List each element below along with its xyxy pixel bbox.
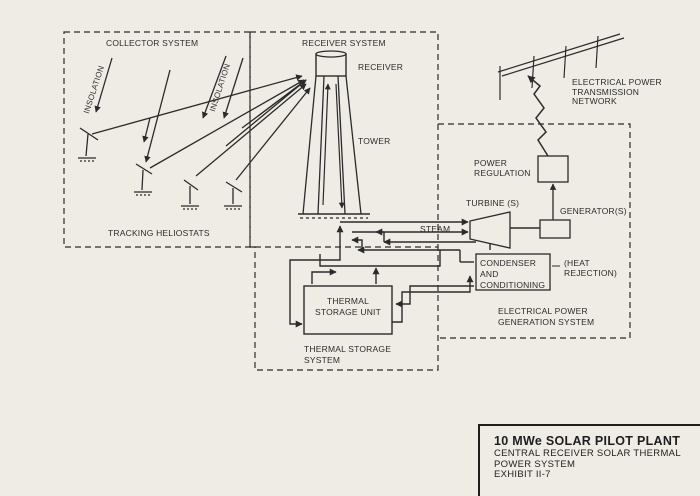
receiver-boundary (249, 31, 439, 248)
heliostat-4 (224, 181, 243, 210)
title-line-2: POWER SYSTEM (494, 458, 576, 470)
receiver-system-label: RECEIVER SYSTEM (302, 38, 386, 48)
steam-label: STEAM (420, 224, 451, 234)
tracking-heliostats-label: TRACKING HELIOSTATS (108, 228, 210, 238)
collector-boundary (63, 31, 251, 248)
title-line-3: EXHIBIT II-7 (494, 469, 551, 480)
power-regulation-label: POWER REGULATION (474, 158, 531, 178)
reflected-rays (91, 74, 311, 181)
tower-label: TOWER (358, 136, 391, 146)
system-boundaries (63, 31, 631, 371)
power-regulation-box (537, 155, 569, 183)
heliostats (78, 127, 243, 210)
thermal-storage-unit-label: THERMAL STORAGE UNIT (314, 296, 381, 317)
flow-piping (289, 218, 491, 328)
collector-system-label: COLLECTOR SYSTEM (106, 38, 199, 48)
receiver-label: RECEIVER (358, 62, 404, 72)
thermal-storage-system-label: THERMAL STORAGE SYSTEM (304, 344, 392, 365)
turbine-shape (469, 211, 511, 249)
generator-box (539, 219, 571, 239)
title-main: 10 MWe SOLAR PILOT PLANT (494, 434, 681, 448)
title-block: 10 MWe SOLAR PILOT PLANT CENTRAL RECEIVE… (478, 424, 700, 496)
transmission-network (497, 33, 625, 100)
thermal-storage-boundary (250, 246, 439, 371)
heliostat-3 (181, 179, 199, 210)
power-line-zigzag (527, 75, 549, 157)
electrical-generation-label: ELECTRICAL POWER GENERATION SYSTEM (498, 306, 595, 327)
heliostat-1 (78, 127, 99, 162)
title-line-1: CENTRAL RECEIVER SOLAR THERMAL (494, 448, 681, 459)
turbine-label: TURBINE (S) (466, 198, 520, 208)
receiver-tower (298, 50, 370, 219)
heat-rejection-label: (HEAT REJECTION) (564, 258, 617, 278)
condenser-box (475, 253, 551, 291)
tower-flow (322, 83, 345, 209)
transmission-network-label: ELECTRICAL POWER TRANSMISSION NETWORK (572, 77, 662, 106)
generator-label: GENERATOR(S) (560, 206, 627, 216)
electrical-boundary (438, 123, 631, 339)
condenser-label: CONDENSER AND CONDITIONING (480, 258, 546, 290)
heliostat-2 (134, 163, 153, 196)
thermal-storage-box (303, 285, 393, 335)
